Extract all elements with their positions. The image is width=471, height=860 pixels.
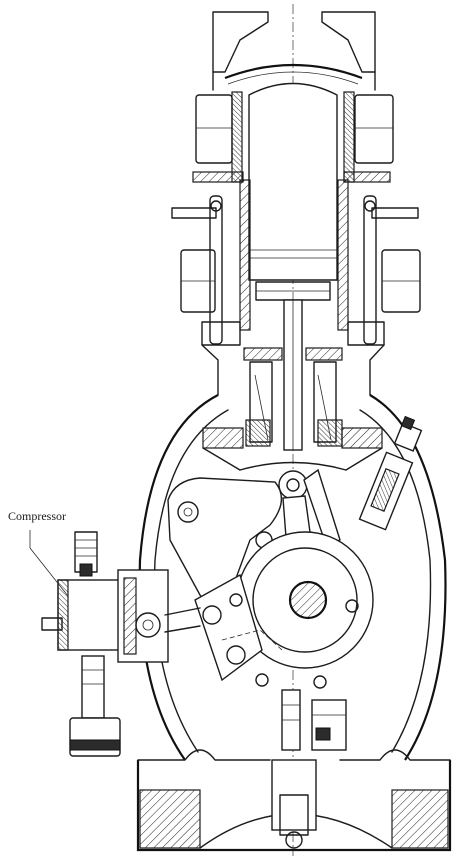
compressor-label: Compressor bbox=[8, 509, 66, 523]
bottom-valve bbox=[281, 689, 347, 751]
crank-disc bbox=[236, 531, 374, 689]
compressor-unit bbox=[41, 531, 201, 757]
crankcase-casing bbox=[138, 394, 447, 761]
crosshead-guide bbox=[201, 321, 385, 447]
crosshead-flange bbox=[202, 427, 383, 471]
piston bbox=[248, 82, 338, 301]
engine-base bbox=[136, 749, 452, 852]
side-flanges bbox=[171, 195, 419, 345]
cylinder-head bbox=[212, 11, 376, 91]
link-plate bbox=[194, 573, 283, 682]
cooling-jacket-lower bbox=[180, 249, 421, 313]
compressor-leader-line bbox=[29, 530, 69, 597]
cylinder-liner bbox=[192, 171, 391, 331]
side-valve bbox=[358, 415, 423, 531]
cooling-jacket-upper bbox=[195, 91, 394, 183]
piston-rod bbox=[283, 299, 303, 451]
